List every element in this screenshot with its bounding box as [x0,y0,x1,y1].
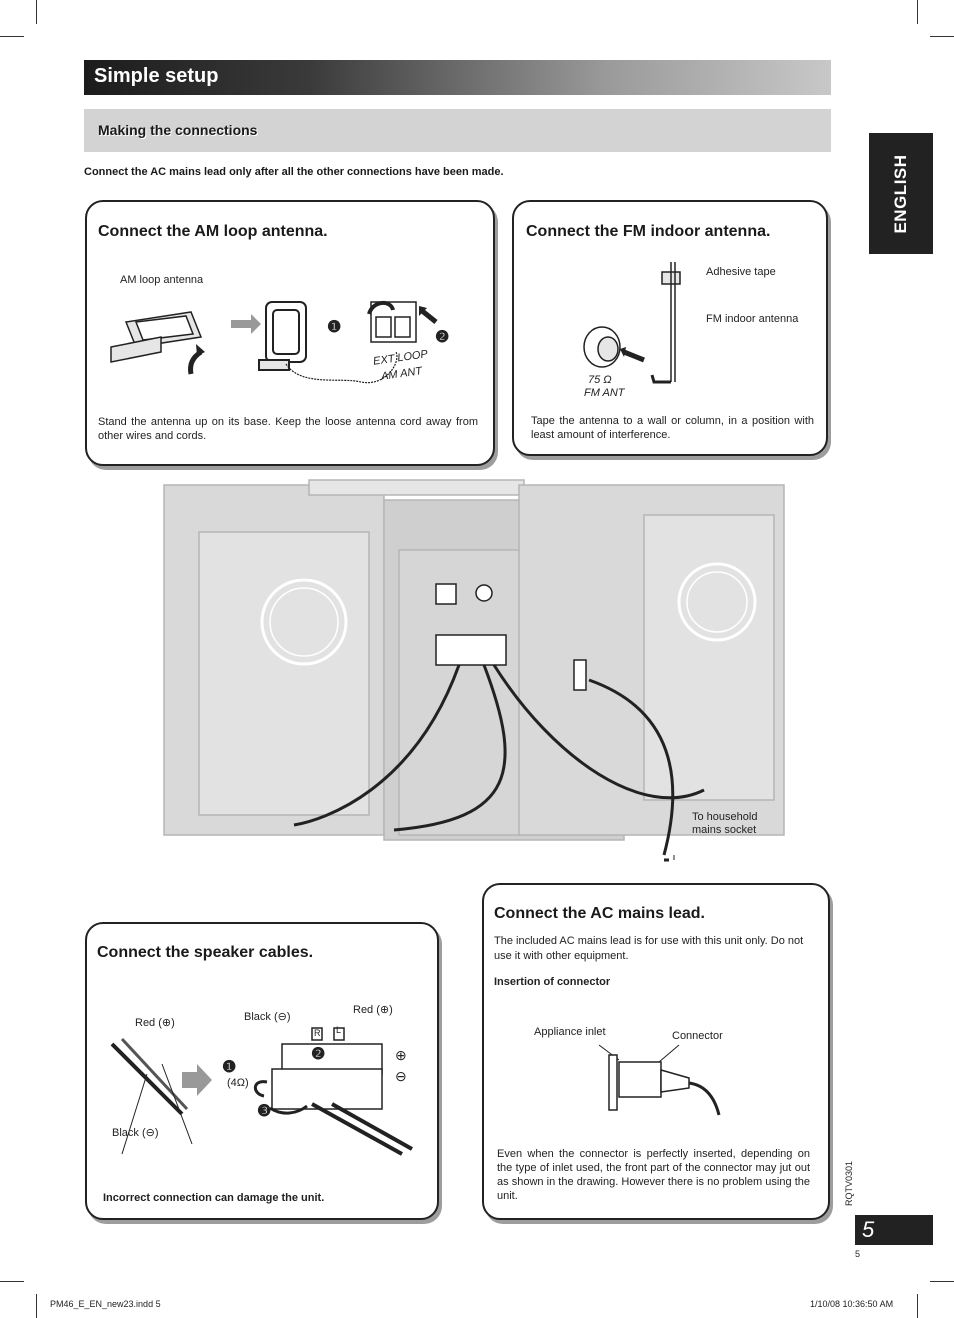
am-panel-title: Connect the AM loop antenna. [98,223,328,240]
red-terminal-label: Red (⊕) [353,1004,393,1016]
page-number: 5 [862,1217,875,1242]
ac-note: Even when the connector is perfectly ins… [497,1148,810,1202]
am-antenna-diagram [110,301,438,384]
speaker-cable-diagram [110,1027,413,1156]
minus-symbol: ⊖ [395,1068,407,1084]
fm-terminal-label-1: 75 Ω [588,374,612,386]
crop-mark [36,1294,37,1318]
fm-description: Tape the antenna to a wall or column, in… [531,415,814,441]
connector-label: Connector [672,1030,723,1042]
page-number-small: 5 [855,1249,861,1259]
speaker-warning: Incorrect connection can damage the unit… [103,1192,325,1204]
plus-symbol: ⊕ [395,1047,407,1063]
page-number-box: 5 [855,1215,933,1245]
ac-inlet [573,659,587,691]
footer-timestamp: 1/10/08 10:36:50 AM [810,1299,894,1309]
appliance-inlet-label: Appliance inlet [534,1026,606,1038]
black-terminal-label: Black (⊖) [244,1011,291,1023]
fm-antenna-panel: Connect the FM indoor antenna. Adhesive … [512,200,828,456]
side-code: RQTV0301 [844,1160,854,1206]
left-woofer [260,578,348,666]
crop-mark [0,1281,24,1282]
fm-antenna-label: FM indoor antenna [706,313,799,325]
section-bar: Making the connections [84,109,831,152]
ac-description: The included AC mains lead is for use wi… [494,935,804,962]
terminal-r-label: R [314,1028,321,1038]
ac-lead-panel: Connect the AC mains lead. The included … [482,883,830,1220]
crop-mark [0,36,24,37]
am-terminal [435,583,457,605]
fm-antenna-diagram [583,262,681,384]
crop-mark [36,0,37,24]
terminal-l-label: L [336,1025,342,1035]
section-title: Making the connections [98,122,258,138]
speaker-step-1: ❶ [222,1059,237,1076]
crop-mark [917,0,918,24]
footer-file: PM46_E_EN_new23.indd 5 [50,1299,161,1309]
am-antenna-panel: Connect the AM loop antenna. AM loop ant… [85,200,495,466]
stereo-unit-illustration [163,479,785,862]
speaker-panel-title: Connect the speaker cables. [97,944,314,961]
black-wire-label: Black (⊖) [112,1127,159,1139]
speaker-step-2: ❷ [311,1046,326,1063]
speaker-terminals [435,634,507,666]
am-description: Stand the antenna up on its base. Keep t… [98,416,478,442]
am-antenna-label: AM loop antenna [120,274,204,286]
impedance-label: (4Ω) [227,1077,249,1089]
connection-note: Connect the AC mains lead only after all… [84,166,504,178]
insertion-heading: Insertion of connector [494,976,611,988]
mains-socket-label: To household mains socket [692,811,758,836]
speaker-step-3: ❸ [257,1103,272,1120]
crop-mark [930,36,954,37]
language-tab: ENGLISH [869,133,933,254]
page-title-bar: Simple setup [84,60,831,95]
page-title: Simple setup [94,65,219,87]
fm-tape-label: Adhesive tape [706,266,776,278]
right-woofer [677,562,757,642]
fm-terminal-label-2: FM ANT [584,387,625,399]
fm-panel-title: Connect the FM indoor antenna. [526,223,771,240]
fm-terminal [475,584,493,602]
crop-mark [917,1294,918,1318]
ac-panel-title: Connect the AC mains lead. [494,905,705,922]
am-step-2: ❷ [435,329,450,346]
crop-mark [930,1281,954,1282]
speaker-panel: Connect the speaker cables. Red (⊕) Blac… [85,922,439,1220]
red-wire-label: Red (⊕) [135,1017,175,1029]
language-label: ENGLISH [891,153,910,234]
am-step-1: ❶ [327,319,342,336]
connector-diagram [599,1044,721,1116]
